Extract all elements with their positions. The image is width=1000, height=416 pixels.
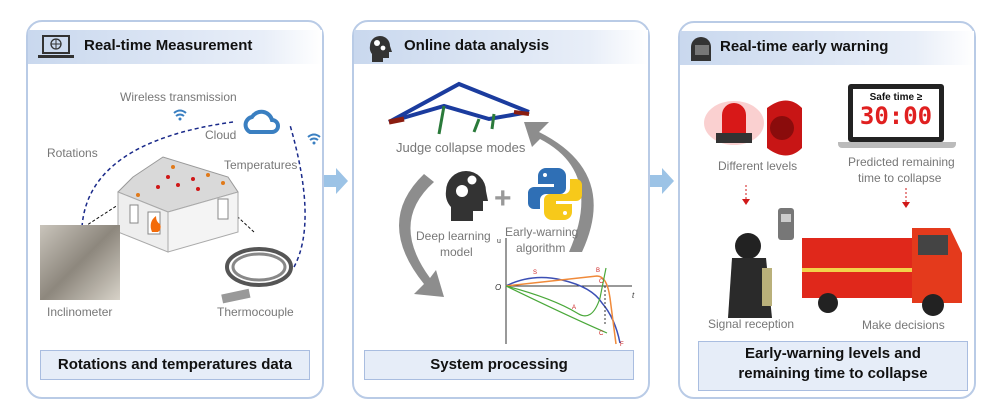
panel-title: Real-time Measurement: [84, 37, 253, 54]
remaining-time-display: 30:00: [859, 102, 933, 130]
point-a: A: [572, 305, 576, 311]
point-c-prime: C: [599, 331, 604, 337]
label-make-decisions: Make decisions: [862, 318, 945, 332]
label-early-warning: Early-warning: [505, 225, 579, 239]
head-gears-icon: [369, 36, 392, 62]
displacement-curve-chart: u t O S B C A C F: [495, 238, 635, 348]
laptop-base: [838, 142, 956, 148]
panel-title: Real-time early warning: [720, 38, 889, 55]
panel-header: Real-time Measurement: [28, 30, 322, 64]
panel-footer: Rotations and temperatures data: [40, 350, 310, 380]
label-thermocouple: Thermocouple: [217, 305, 294, 319]
label-wireless: Wireless transmission: [120, 90, 237, 104]
label-cloud: Cloud: [205, 128, 237, 142]
footer-line-2: remaining time to collapse: [738, 365, 928, 382]
label-model: model: [440, 245, 473, 259]
panel-title: Online data analysis: [404, 37, 550, 54]
cloud-icon: [243, 109, 280, 134]
panel-header: Real-time early warning: [680, 31, 974, 65]
footer-line-1: Early-warning levels and: [745, 345, 921, 362]
flow-arrow-1: [324, 168, 348, 194]
cycle-arrows: [399, 122, 594, 297]
panel-footer: System processing: [364, 350, 634, 380]
plus-icon: +: [494, 182, 512, 215]
label-temperatures: Temperatures: [224, 158, 298, 172]
safe-time-label: Safe time ≥: [869, 92, 923, 103]
axis-label-u: u: [497, 238, 501, 245]
label-different-levels: Different levels: [718, 159, 798, 173]
python-logo-icon: [528, 168, 582, 220]
label-time-to-collapse: time to collapse: [858, 171, 942, 185]
fire-command-truck: [802, 228, 962, 316]
firefighter-with-radio: [728, 208, 794, 318]
axis-label-t: t: [632, 291, 635, 300]
origin-label: O: [495, 283, 501, 292]
panel-warning: Real-time early warning Different levels…: [678, 21, 976, 399]
point-c: C: [599, 279, 604, 285]
label-inclinometer: Inclinometer: [47, 305, 113, 319]
panel-analysis: Online data analysis Judge collapse mode…: [352, 20, 650, 399]
deep-learning-head-icon: [445, 171, 488, 221]
down-arrow-icon: [902, 188, 910, 208]
label-deep-learning: Deep learning: [416, 229, 491, 243]
panel-measurement: Real-time Measurement Wireless transmiss…: [26, 20, 324, 399]
down-arrow-icon: [742, 185, 750, 205]
alarm-light-siren: [704, 100, 802, 156]
laptop-globe-icon: [38, 35, 74, 58]
laptop-timer: Safe time ≥ 30:00: [848, 84, 944, 142]
panel-footer: Early-warning levels and remaining time …: [698, 341, 968, 391]
inclinometer-photo: [40, 225, 120, 300]
label-algorithm: algorithm: [516, 241, 566, 255]
point-f: F: [620, 342, 624, 348]
wifi-icon: [307, 133, 321, 145]
wifi-icon: [173, 109, 187, 121]
panel-header: Online data analysis: [354, 30, 648, 64]
label-predicted: Predicted remaining: [848, 155, 955, 169]
label-judge-collapse: Judge collapse modes: [396, 140, 526, 155]
label-rotations: Rotations: [47, 146, 98, 160]
flow-arrow-2: [650, 168, 674, 194]
collapse-mode-model: [388, 81, 530, 135]
point-b: B: [596, 268, 600, 274]
firefighter-helmet-icon: [691, 37, 711, 61]
house-illustration: [117, 156, 239, 253]
label-signal-reception: Signal reception: [708, 317, 795, 331]
thermocouple-image: [221, 247, 293, 304]
point-s: S: [533, 270, 537, 276]
